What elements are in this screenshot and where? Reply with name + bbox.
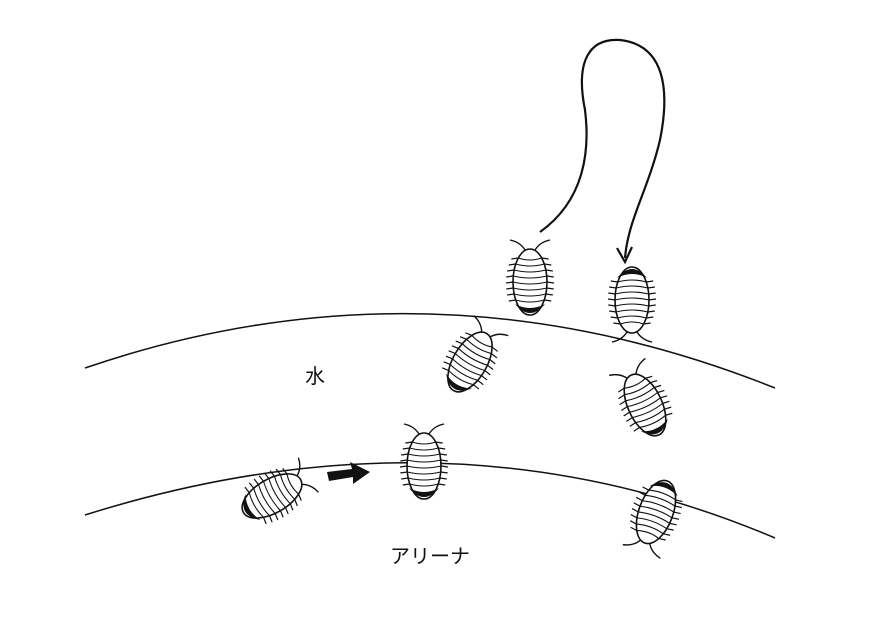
pill-bug-icon xyxy=(399,423,449,500)
water-label: 水 xyxy=(305,364,325,388)
upper-boundary-curve xyxy=(84,312,776,389)
pill-bug-icon xyxy=(241,457,319,525)
pill-bug-icon xyxy=(622,479,683,559)
loop-arrowhead-icon xyxy=(616,246,633,265)
arena-label: アリーナ xyxy=(390,544,470,568)
pill-bug-icon xyxy=(505,239,555,316)
loop-path-arrow xyxy=(539,38,666,259)
pill-bug-icon xyxy=(608,357,673,437)
movement-arrow-icon xyxy=(327,462,370,484)
pill-bug-icon xyxy=(441,315,509,393)
pill-bug-icon xyxy=(607,266,657,343)
